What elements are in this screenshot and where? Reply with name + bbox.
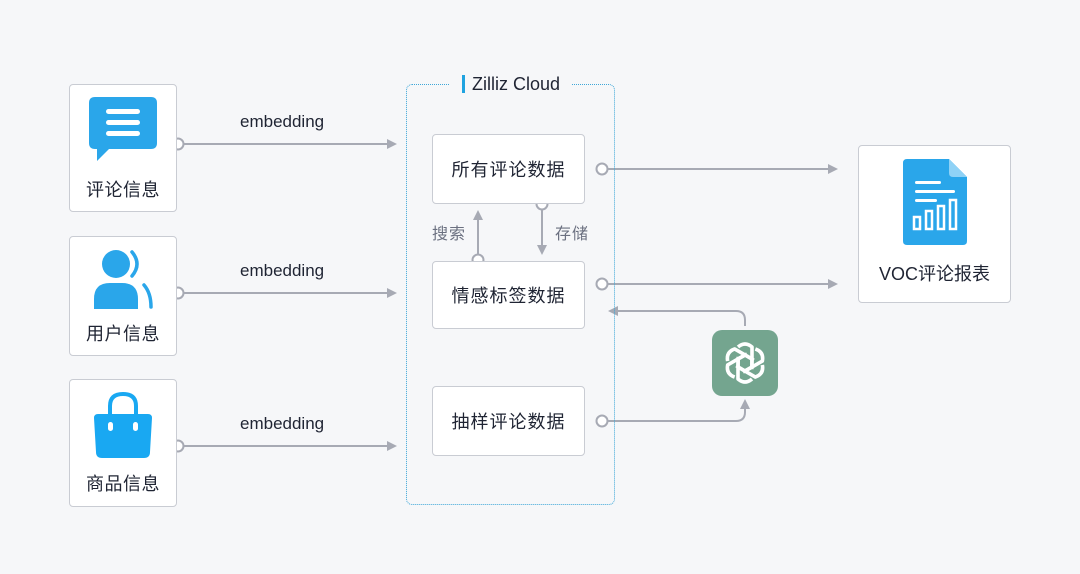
sentiment-tags-box: 情感标签数据 (432, 261, 585, 329)
connector-product-embedding (171, 439, 397, 453)
embedding-label-comment: embedding (240, 112, 325, 131)
source-product-box: 商品信息 (69, 379, 177, 507)
title-accent-bar (461, 75, 465, 93)
voc-report-box (858, 145, 1011, 303)
sample-comments-box: 抽样评论数据 (432, 386, 585, 456)
zilliz-cloud-title-text: Zilliz Cloud (471, 73, 561, 94)
source-user-label: 用户信息 (86, 324, 160, 344)
zilliz-cloud-title: Zilliz Cloud (450, 72, 572, 96)
source-user-box: 用户信息 (69, 236, 177, 356)
connector-user-embedding (171, 286, 397, 300)
store-label: 存储 (555, 226, 590, 243)
connector-comment-embedding (171, 137, 397, 151)
connector-sentiment-report (595, 277, 838, 291)
source-comment-label: 评论信息 (86, 180, 160, 200)
shopping-bag-icon (94, 392, 152, 458)
connector-llm-sentiment (608, 306, 746, 326)
report-document-icon (903, 159, 967, 245)
source-product-label: 商品信息 (86, 474, 160, 494)
source-comment-box: 评论信息 (69, 84, 177, 212)
search-label: 搜索 (432, 226, 467, 243)
voc-report-label: VOC评论报表 (878, 264, 990, 284)
openai-logo-icon (712, 330, 778, 396)
embedding-label-product: embedding (240, 414, 325, 433)
connector-all-comments-report (595, 162, 838, 176)
user-icon (94, 250, 153, 309)
all-comments-box: 所有评论数据 (432, 134, 585, 204)
embedding-label-user: embedding (240, 261, 325, 280)
chat-bubble-icon (89, 97, 157, 161)
connector-sample-llm (595, 399, 750, 428)
